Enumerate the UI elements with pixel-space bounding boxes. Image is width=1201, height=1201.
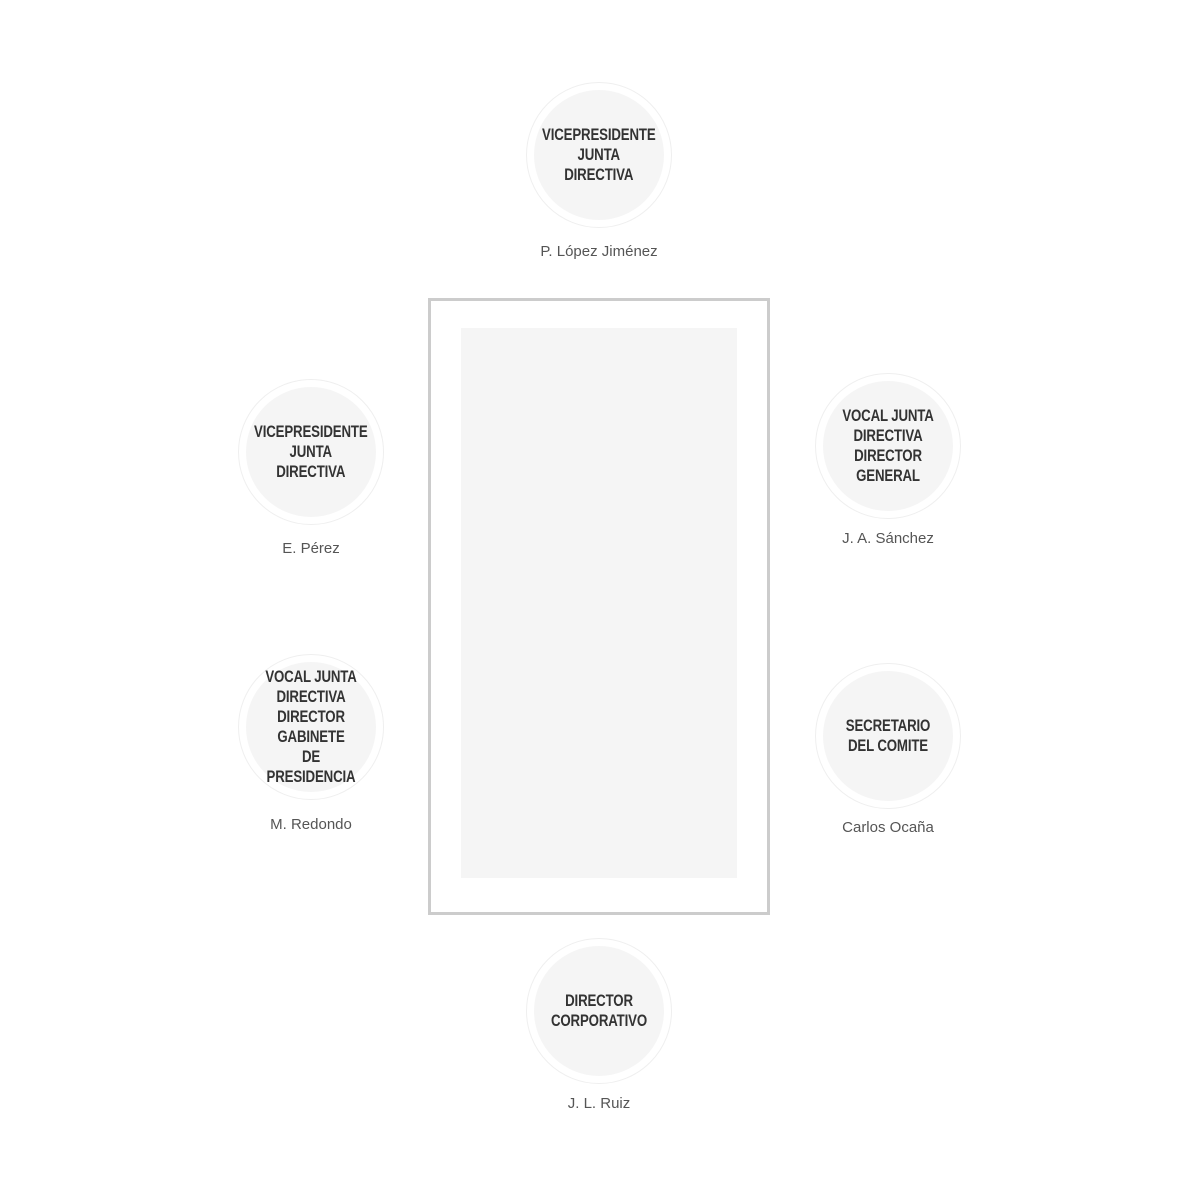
seat-circle: VICEPRESIDENTE JUNTA DIRECTIVA: [238, 379, 384, 525]
seat-left-lower: VOCAL JUNTA DIRECTIVA DIRECTOR GABINETE …: [191, 654, 431, 854]
seat-role: VOCAL JUNTA DIRECTIVA DIRECTOR GABINETE …: [265, 667, 357, 786]
seat-name: J. A. Sánchez: [842, 530, 934, 547]
seat-name: J. L. Ruiz: [567, 1095, 631, 1112]
table-surface: [461, 328, 737, 878]
seat-top: VICEPRESIDENTE JUNTA DIRECTIVA P. López …: [479, 82, 719, 282]
seat-name: E. Pérez: [282, 540, 340, 557]
seat-name: Carlos Ocaña: [842, 819, 934, 836]
seat-circle: VICEPRESIDENTE JUNTA DIRECTIVA: [526, 82, 672, 228]
seat-right-lower: SECRETARIO DEL COMITE Carlos Ocaña: [768, 663, 1008, 863]
seat-role: VICEPRESIDENTE JUNTA DIRECTIVA: [254, 422, 368, 481]
seat-name: P. López Jiménez: [540, 243, 658, 260]
seat-circle: VOCAL JUNTA DIRECTIVA DIRECTOR GENERAL: [815, 373, 961, 519]
seat-role: SECRETARIO DEL COMITE: [845, 716, 931, 755]
seat-role: VICEPRESIDENTE JUNTA DIRECTIVA: [542, 125, 656, 184]
seat-bottom: DIRECTOR CORPORATIVO J. L. Ruiz: [479, 938, 719, 1138]
seat-role: VOCAL JUNTA DIRECTIVA DIRECTOR GENERAL: [842, 406, 934, 485]
seat-name: M. Redondo: [270, 816, 352, 833]
seat-role: DIRECTOR CORPORATIVO: [550, 991, 648, 1030]
meeting-table: [428, 298, 770, 915]
seat-circle: DIRECTOR CORPORATIVO: [526, 938, 672, 1084]
seat-circle: SECRETARIO DEL COMITE: [815, 663, 961, 809]
seat-right-upper: VOCAL JUNTA DIRECTIVA DIRECTOR GENERAL J…: [768, 373, 1008, 573]
seat-circle: VOCAL JUNTA DIRECTIVA DIRECTOR GABINETE …: [238, 654, 384, 800]
seat-left-upper: VICEPRESIDENTE JUNTA DIRECTIVA E. Pérez: [191, 379, 431, 579]
